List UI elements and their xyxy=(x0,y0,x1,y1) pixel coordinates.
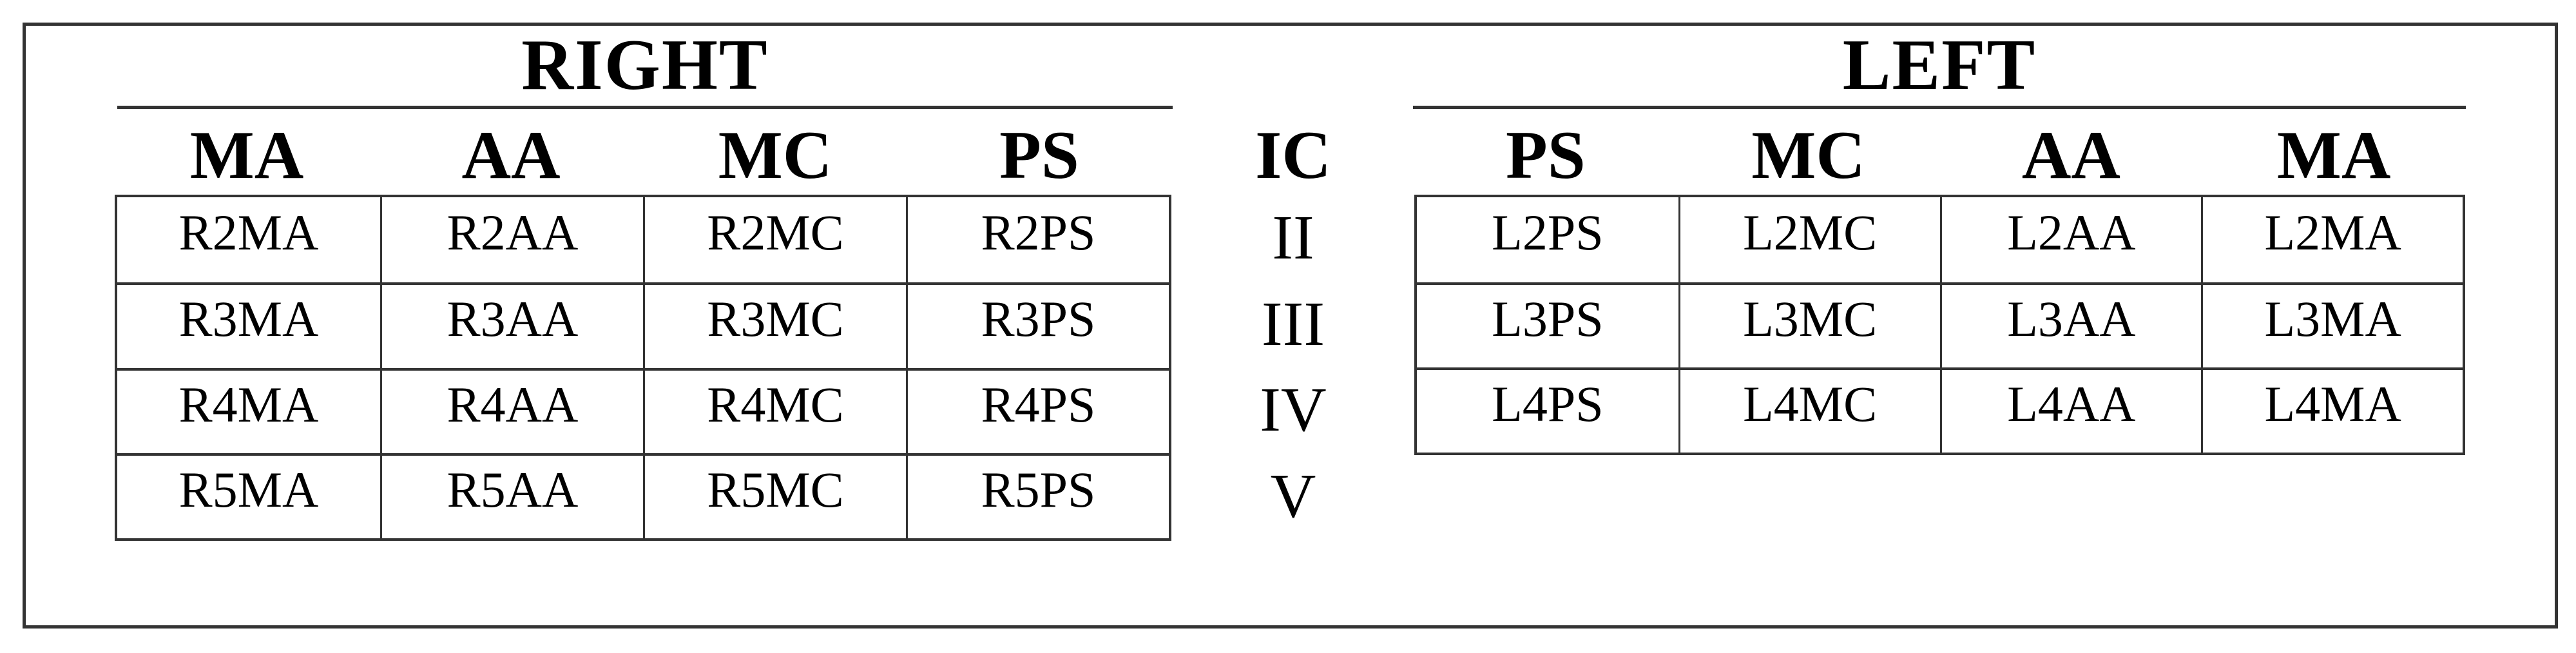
column-header-right-mc: MC xyxy=(718,117,832,193)
table-cell: R2MA xyxy=(178,204,319,261)
column-header-right-aa: AA xyxy=(461,117,561,193)
table-cell: L2MC xyxy=(1678,197,1940,282)
right-table: R2MA R2AA R2MC R2PS R3MA R3AA R3MC R3PS … xyxy=(115,195,1171,541)
table-cell: L2AA xyxy=(1939,197,2202,282)
table-cell: L4MC xyxy=(1678,367,1940,453)
table-cell: L4MA xyxy=(2201,367,2463,453)
table-cell: R4PS xyxy=(906,367,1169,453)
table-cell: R3AA xyxy=(380,282,643,368)
column-header-left-mc: MC xyxy=(1751,117,1865,193)
ic-roman-numeral: V xyxy=(1270,462,1316,531)
table-cell: R2AA xyxy=(380,197,643,283)
right-title-rule xyxy=(117,106,1173,109)
right-section-title: RIGHT xyxy=(521,25,769,105)
ic-column-header: IC xyxy=(1255,117,1331,193)
outer-border xyxy=(23,23,2558,629)
table-cell: L3MA xyxy=(2201,282,2463,367)
column-header-left-aa: AA xyxy=(2021,117,2120,193)
table-cell: R4MC xyxy=(643,367,906,453)
table-cell: R4MA xyxy=(117,367,380,453)
left-title-rule xyxy=(1413,106,2466,109)
left-table: L2PS L2MC L2AA L2MA L3PS L3MC L3AA L3MA … xyxy=(1414,195,2465,455)
column-header-right-ps: PS xyxy=(999,117,1079,193)
table-cell: L3AA xyxy=(1939,282,2202,367)
table-cell: R5PS xyxy=(906,453,1169,538)
table-cell: L2MA xyxy=(2201,197,2463,282)
ic-roman-numeral: IV xyxy=(1260,375,1327,445)
left-section-title: LEFT xyxy=(1842,25,2037,105)
table-cell: L4PS xyxy=(1417,367,1678,453)
table-cell: R2MC xyxy=(643,197,906,283)
table-cell: L2PS xyxy=(1492,204,1604,260)
table-cell: L3PS xyxy=(1417,282,1678,367)
left-column-headers: PS MC AA MA xyxy=(1414,121,2465,190)
table-cell: R5MA xyxy=(117,453,380,538)
column-header-left-ma: MA xyxy=(2276,117,2391,193)
right-column-headers: MA AA MC PS xyxy=(115,121,1171,190)
column-header-right-ma: MA xyxy=(189,117,304,193)
table-cell: L3MC xyxy=(1678,282,1940,367)
table-cell: R5MC xyxy=(643,453,906,538)
ic-roman-numeral: II xyxy=(1272,203,1314,273)
table-cell: R3MC xyxy=(643,282,906,368)
table-cell: R4AA xyxy=(380,367,643,453)
column-header-left-ps: PS xyxy=(1506,117,1586,193)
table-cell: R2PS xyxy=(906,197,1169,283)
ic-roman-numeral: III xyxy=(1262,289,1325,359)
table-cell: R3PS xyxy=(906,282,1169,368)
table-cell: R5AA xyxy=(380,453,643,538)
table-cell: L4AA xyxy=(1939,367,2202,453)
table-cell: R3MA xyxy=(117,282,380,367)
